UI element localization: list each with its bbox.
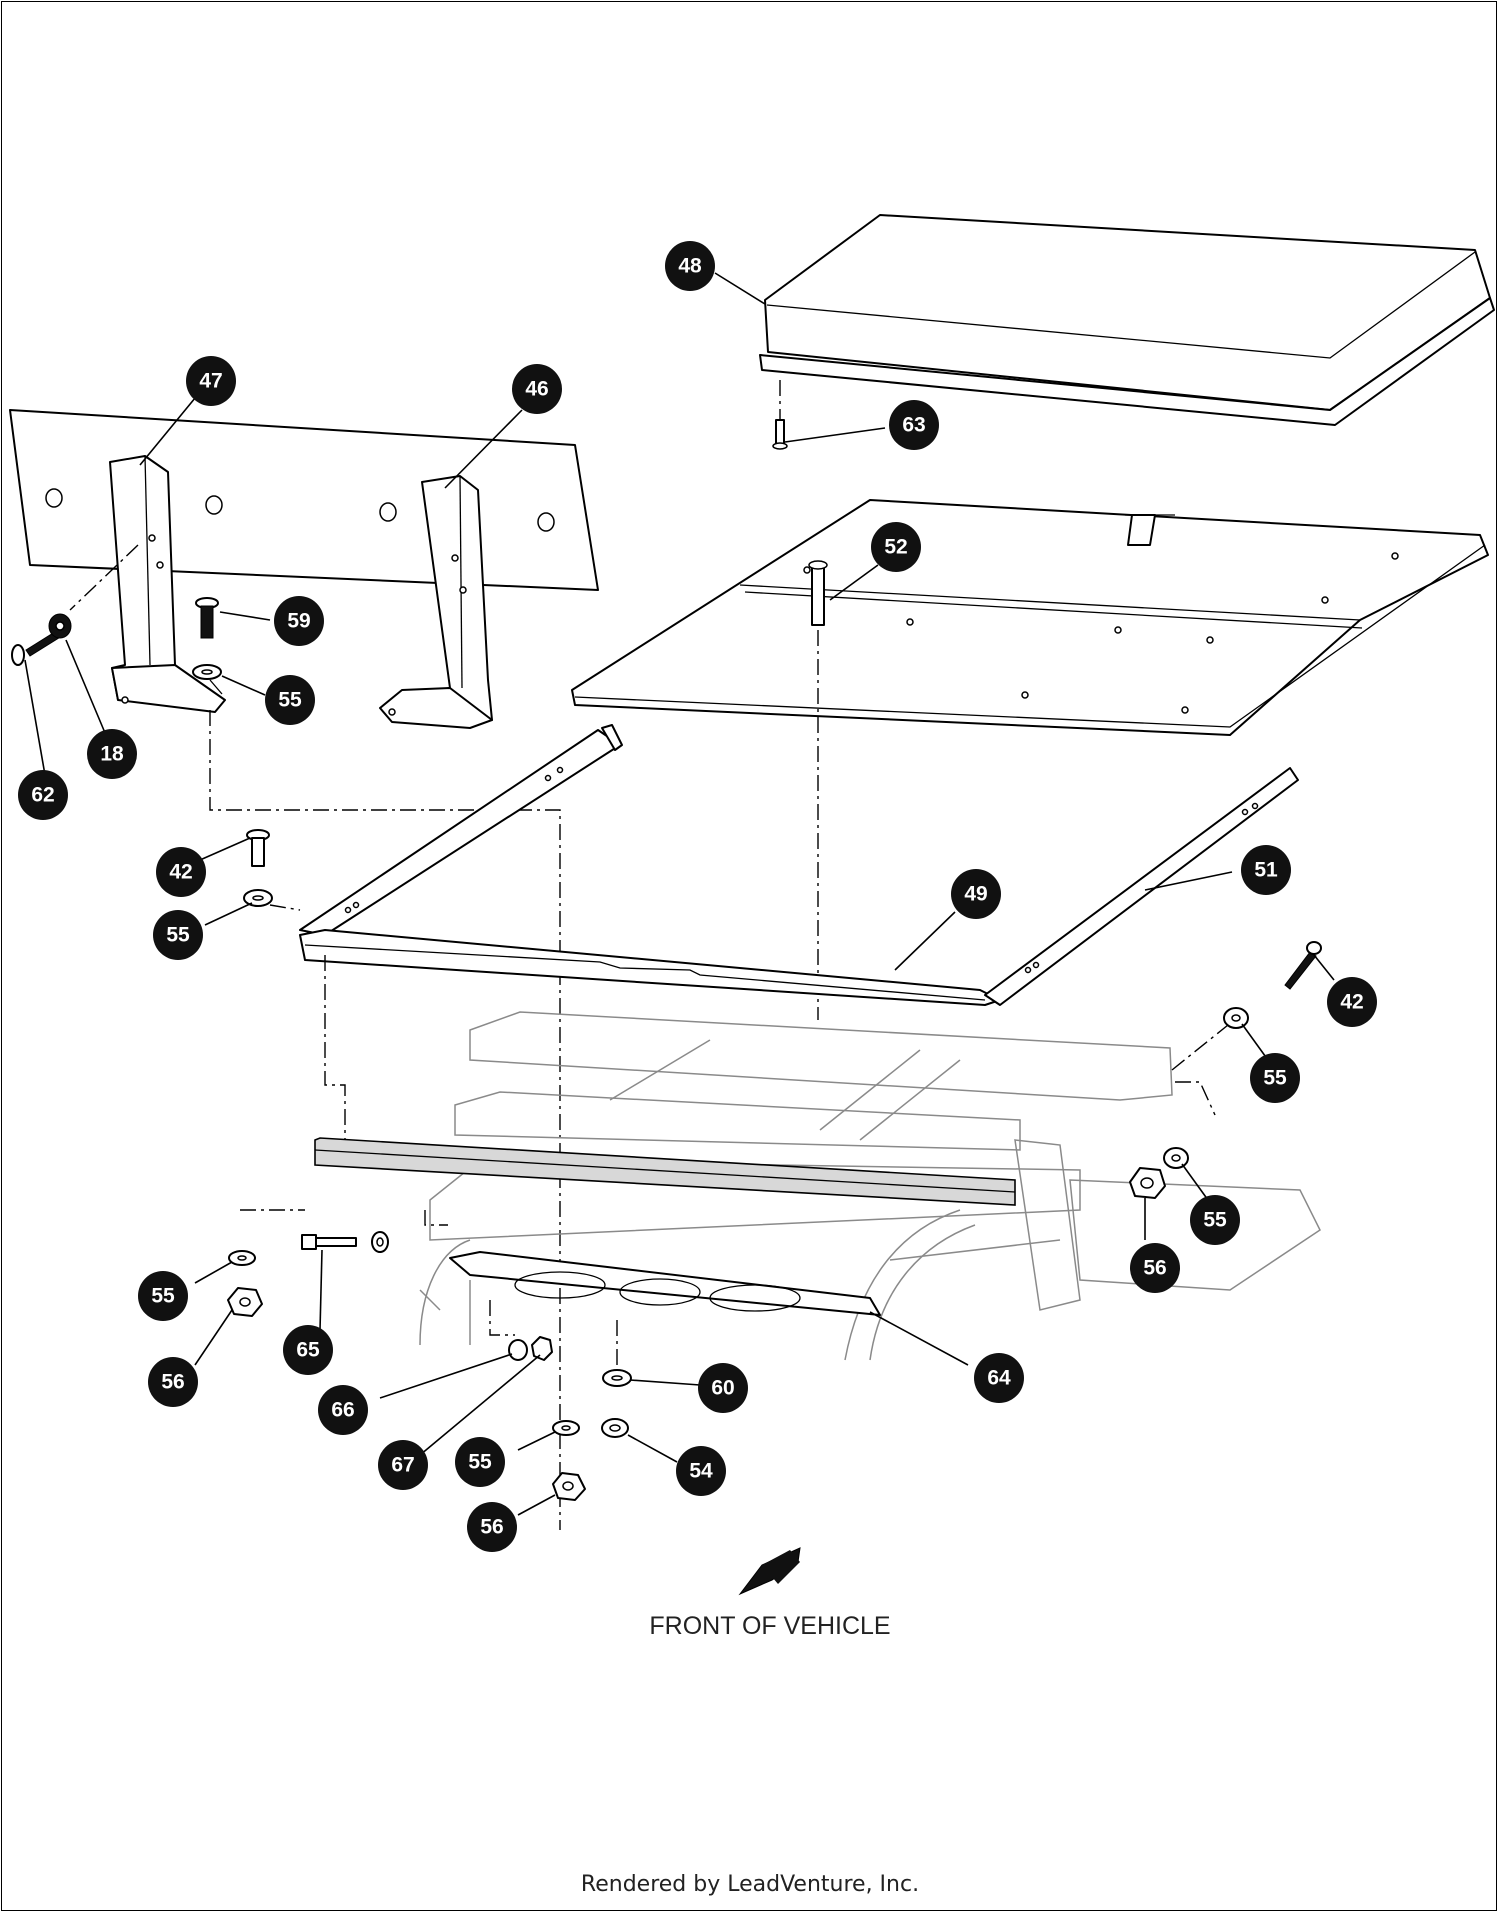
svg-text:46: 46	[525, 378, 548, 401]
svg-text:63: 63	[902, 414, 925, 437]
callout-42-left: 42	[156, 847, 206, 897]
washer-55-upper	[192, 664, 223, 695]
callout-66: 66	[318, 1385, 368, 1435]
spacer-66	[508, 1339, 528, 1361]
mounting-plate	[419, 1251, 881, 1345]
bolt-42-left	[246, 829, 270, 867]
callout-64: 64	[974, 1353, 1024, 1403]
callout-55-left: 55	[153, 910, 203, 960]
nut-56-lower-center	[552, 1472, 586, 1501]
callout-56-lower-center: 56	[467, 1502, 517, 1552]
svg-text:48: 48	[678, 255, 702, 278]
svg-text:64: 64	[987, 1367, 1011, 1390]
svg-text:65: 65	[296, 1339, 320, 1362]
callout-52: 52	[871, 522, 921, 572]
nut-67	[531, 1336, 553, 1361]
svg-text:47: 47	[199, 370, 222, 393]
callout-51: 51	[1241, 845, 1291, 895]
front-of-vehicle-label: FRONT OF VEHICLE	[649, 1612, 891, 1640]
svg-text:55: 55	[166, 924, 190, 947]
callout-54: 54	[676, 1446, 726, 1496]
washer-60	[602, 1369, 632, 1387]
callout-55-lower-center: 55	[455, 1437, 505, 1487]
vehicle-frame	[419, 1011, 1321, 1361]
front-arrow-icon	[738, 1547, 801, 1596]
callout-49: 49	[951, 869, 1001, 919]
svg-text:67: 67	[391, 1454, 414, 1477]
washer-55-lower-left	[228, 1250, 256, 1266]
svg-text:55: 55	[468, 1451, 492, 1474]
washer-55-left	[243, 889, 273, 907]
washer-55-right-lower	[1163, 1147, 1189, 1169]
washer-18	[48, 613, 72, 639]
seat-rail-right	[984, 767, 1299, 1006]
nut-56-right	[1129, 1167, 1166, 1199]
svg-text:59: 59	[287, 610, 310, 633]
callout-59: 59	[274, 596, 324, 646]
callout-63: 63	[889, 400, 939, 450]
svg-text:55: 55	[1263, 1067, 1287, 1090]
seat-back-bracket-right	[379, 475, 493, 729]
seat-base-panel	[571, 499, 1489, 1020]
callout-47: 47	[186, 356, 236, 406]
svg-text:55: 55	[1203, 1209, 1227, 1232]
callout-67: 67	[378, 1440, 428, 1490]
bolt-62	[11, 629, 63, 666]
callout-56-lower-left: 56	[148, 1357, 198, 1407]
callout-42-right: 42	[1327, 977, 1377, 1027]
svg-text:52: 52	[884, 536, 907, 559]
svg-text:42: 42	[169, 861, 192, 884]
svg-text:51: 51	[1254, 859, 1278, 882]
svg-text:49: 49	[964, 883, 987, 906]
bolt-42-right	[1284, 941, 1322, 990]
callout-55-right-upper: 55	[1250, 1053, 1300, 1103]
seat-rail-front	[299, 929, 1001, 1006]
callout-65: 65	[283, 1325, 333, 1375]
washer-65	[371, 1231, 389, 1253]
seat-back-panel	[9, 409, 599, 591]
svg-text:42: 42	[1340, 991, 1363, 1014]
svg-text:56: 56	[161, 1371, 184, 1394]
callout-46: 46	[512, 364, 562, 414]
callout-55-upper: 55	[265, 675, 315, 725]
svg-text:55: 55	[151, 1285, 175, 1308]
svg-text:54: 54	[689, 1460, 713, 1483]
washer-54	[601, 1418, 629, 1438]
cross-bar	[314, 1137, 1016, 1206]
svg-text:56: 56	[480, 1516, 503, 1539]
svg-text:66: 66	[331, 1399, 354, 1422]
svg-text:55: 55	[278, 689, 302, 712]
callout-60: 60	[698, 1363, 748, 1413]
seat-cushion	[759, 214, 1495, 450]
svg-text:56: 56	[1143, 1257, 1166, 1280]
callout-55-right-lower: 55	[1190, 1195, 1240, 1245]
svg-text:62: 62	[31, 784, 54, 807]
callout-56-right: 56	[1130, 1243, 1180, 1293]
nut-56-lower-left	[227, 1287, 263, 1317]
washer-55-right-upper	[1223, 1007, 1249, 1029]
seat-back-bracket-left	[109, 455, 226, 713]
callout-62: 62	[18, 770, 68, 820]
callout-55-lower-left: 55	[138, 1271, 188, 1321]
callout-48: 48	[665, 241, 715, 291]
svg-text:18: 18	[100, 743, 124, 766]
washer-55-lower-center	[552, 1420, 580, 1436]
bolt-65	[301, 1234, 357, 1250]
svg-text:60: 60	[711, 1377, 734, 1400]
callout-18: 18	[87, 729, 137, 779]
footer-credit: Rendered by LeadVenture, Inc.	[580, 1872, 920, 1897]
bolt-59	[195, 597, 219, 639]
seat-rail-left	[299, 724, 623, 936]
